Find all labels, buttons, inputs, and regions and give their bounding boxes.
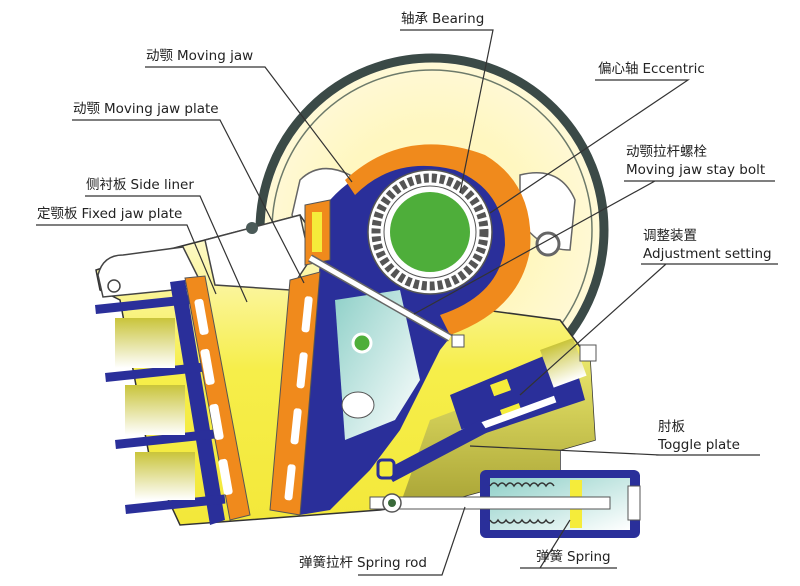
eccentric-bearing xyxy=(367,169,493,295)
stay-bolt xyxy=(308,231,561,342)
toggle-plate xyxy=(376,420,488,482)
fixed-jaw-plate xyxy=(184,275,251,521)
spring-assembly xyxy=(369,470,641,538)
leader-lines xyxy=(36,29,778,576)
moving-jaw-plate xyxy=(269,199,331,516)
fixed-jaw-frame xyxy=(95,280,226,525)
